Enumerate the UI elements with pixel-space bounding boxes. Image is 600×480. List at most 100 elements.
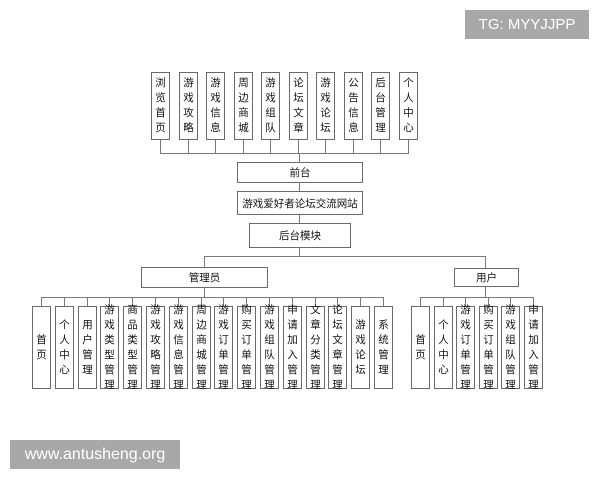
module-char: 购 bbox=[241, 303, 252, 316]
module-char: 览 bbox=[155, 92, 166, 104]
module-char: 文 bbox=[293, 107, 304, 119]
admin-module-box: 论坛文章管理 bbox=[328, 304, 347, 391]
module-char: 管 bbox=[150, 363, 161, 376]
module-char: 商 bbox=[238, 107, 249, 119]
module-char: 中 bbox=[59, 348, 70, 361]
frontend-module-box: 论坛文章 bbox=[289, 72, 308, 140]
module-char: 人 bbox=[438, 333, 449, 346]
module-char: 商 bbox=[127, 303, 138, 316]
module-char: 理 bbox=[241, 378, 252, 391]
module-char: 加 bbox=[287, 333, 298, 346]
admin-module-box: 游戏信息管理 bbox=[169, 303, 188, 391]
module-char: 公 bbox=[348, 77, 359, 89]
module-char: 告 bbox=[348, 92, 359, 104]
admin-module-box: 文章分类管理 bbox=[306, 304, 325, 391]
module-char: 坛 bbox=[332, 318, 343, 331]
module-char: 加 bbox=[528, 333, 539, 346]
module-char: 单 bbox=[483, 348, 494, 361]
module-char: 章 bbox=[332, 348, 343, 361]
module-char: 城 bbox=[196, 348, 207, 361]
module-char: 浏 bbox=[155, 77, 166, 89]
module-char: 队 bbox=[265, 122, 276, 134]
module-char: 理 bbox=[310, 378, 321, 391]
module-char: 订 bbox=[483, 333, 494, 346]
admin-connector bbox=[178, 297, 179, 306]
connector-frontend-to-site bbox=[299, 153, 300, 162]
module-char: 型 bbox=[104, 348, 115, 361]
user-connector bbox=[443, 297, 444, 306]
module-char: 戏 bbox=[173, 318, 184, 331]
admin-module-box: 商品类型管理 bbox=[123, 303, 142, 391]
module-char: 游 bbox=[150, 303, 161, 316]
module-char: 类 bbox=[104, 333, 115, 346]
module-char: 统 bbox=[378, 333, 389, 346]
admin-module-box: 申请加入管理 bbox=[283, 303, 302, 391]
admin-connector bbox=[223, 297, 224, 306]
user-module-box: 购买订单管理 bbox=[479, 304, 498, 391]
user-connector bbox=[465, 297, 466, 306]
module-char: 管 bbox=[528, 363, 539, 376]
user-module-box: 首页 bbox=[411, 306, 430, 389]
module-char: 用 bbox=[82, 318, 93, 331]
connector-admin-horizontal bbox=[41, 297, 384, 298]
frontend-connector bbox=[380, 140, 381, 153]
frontend-connector bbox=[160, 140, 161, 153]
frontend-connector bbox=[188, 140, 189, 153]
module-char: 戏 bbox=[183, 92, 194, 104]
user-connector bbox=[420, 297, 421, 306]
module-char: 息 bbox=[348, 122, 359, 134]
module-char: 页 bbox=[155, 122, 166, 134]
module-char: 申 bbox=[287, 303, 298, 316]
admin-connector bbox=[132, 297, 133, 306]
module-char: 理 bbox=[264, 378, 275, 391]
connector-user-down bbox=[485, 287, 486, 297]
module-char: 游 bbox=[355, 318, 366, 331]
module-char: 戏 bbox=[355, 333, 366, 346]
module-char: 章 bbox=[293, 122, 304, 134]
admin-connector bbox=[246, 297, 247, 306]
module-char: 单 bbox=[241, 348, 252, 361]
user-module-box: 游戏订单管理 bbox=[456, 304, 475, 391]
module-char: 个 bbox=[438, 318, 449, 331]
module-char: 页 bbox=[415, 348, 426, 361]
admin-module-box: 购买订单管理 bbox=[237, 303, 256, 391]
module-char: 游 bbox=[173, 303, 184, 316]
frontend-connector bbox=[353, 140, 354, 153]
module-char: 分 bbox=[310, 333, 321, 346]
user-connector bbox=[488, 297, 489, 306]
module-char: 户 bbox=[82, 333, 93, 346]
connector-to-admin bbox=[204, 256, 205, 267]
admin-connector bbox=[41, 297, 42, 306]
module-char: 游 bbox=[183, 77, 194, 89]
module-char: 心 bbox=[438, 363, 449, 376]
module-char: 边 bbox=[196, 318, 207, 331]
module-char: 队 bbox=[264, 348, 275, 361]
module-char: 类 bbox=[310, 348, 321, 361]
module-char: 理 bbox=[460, 378, 471, 391]
module-char: 边 bbox=[238, 92, 249, 104]
module-char: 坛 bbox=[320, 122, 331, 134]
module-char: 理 bbox=[218, 378, 229, 391]
module-char: 略 bbox=[150, 348, 161, 361]
module-char: 戏 bbox=[320, 92, 331, 104]
admin-connector bbox=[360, 297, 361, 306]
module-char: 型 bbox=[127, 348, 138, 361]
frontend-connector bbox=[408, 140, 409, 153]
frontend-module-box: 浏览首页 bbox=[151, 72, 170, 140]
module-char: 攻 bbox=[150, 333, 161, 346]
admin-module-box: 系统管理 bbox=[374, 306, 393, 389]
module-char: 个 bbox=[403, 77, 414, 89]
module-char: 管 bbox=[287, 363, 298, 376]
admin-connector bbox=[201, 297, 202, 306]
module-char: 戏 bbox=[150, 318, 161, 331]
module-char: 理 bbox=[196, 378, 207, 391]
module-char: 买 bbox=[483, 318, 494, 331]
connector-user-horizontal bbox=[420, 297, 533, 298]
connector-admin-down bbox=[204, 288, 205, 297]
module-char: 中 bbox=[403, 107, 414, 119]
admin-module-box: 首页 bbox=[32, 306, 51, 389]
admin-module-box: 游戏组队管理 bbox=[260, 304, 279, 391]
admin-module-box: 用户管理 bbox=[78, 306, 97, 389]
frontend-connector bbox=[215, 140, 216, 153]
admin-connector bbox=[155, 297, 156, 306]
